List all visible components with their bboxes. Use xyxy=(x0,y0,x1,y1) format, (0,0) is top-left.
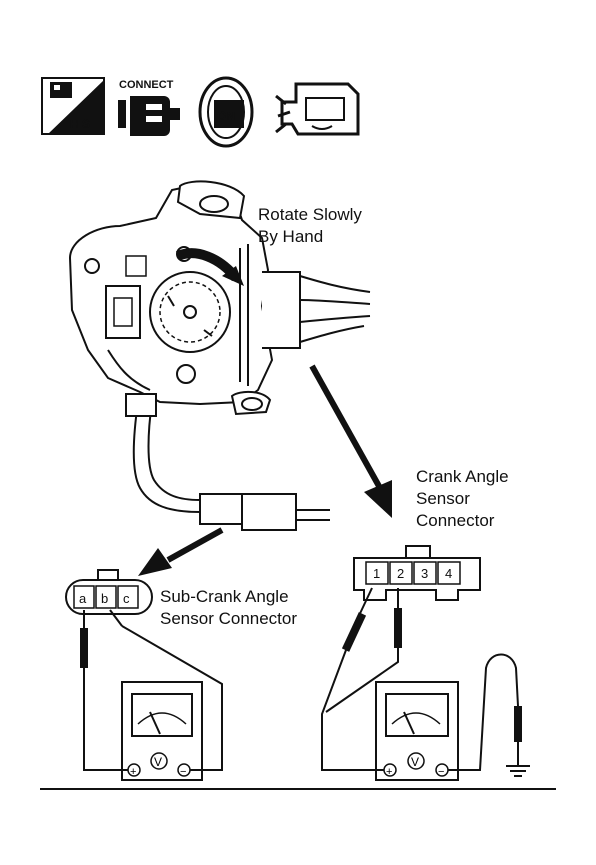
engine-icon xyxy=(275,82,360,136)
on-label: ON xyxy=(217,109,235,123)
sub-pin-b: b xyxy=(101,591,108,606)
right-meter-minus: − xyxy=(438,766,444,778)
sub-crank-connector: a b c xyxy=(65,569,153,615)
hs-label: H S xyxy=(70,117,90,131)
rotate-slowly-label: Rotate Slowly xyxy=(258,205,362,224)
left-meter-v: V xyxy=(154,755,162,769)
left-meter-plus: + xyxy=(130,766,136,778)
right-voltmeter: + V − xyxy=(375,681,459,781)
sub-pin-c: c xyxy=(123,591,130,606)
left-probe-leads xyxy=(80,609,223,771)
crank-pin-2: 2 xyxy=(397,566,404,581)
hot-soak-icon: H S xyxy=(41,77,105,135)
sub-sensor-connector-label: Sensor Connector xyxy=(160,609,298,628)
crank-angle-label: Crank Angle xyxy=(416,467,509,486)
connect-icon: CONNECT xyxy=(118,79,180,136)
sub-crank-angle-label: Sub-Crank Angle xyxy=(160,587,289,606)
by-hand-label: By Hand xyxy=(258,227,324,246)
crank-pin-3: 3 xyxy=(421,566,428,581)
left-meter-minus: − xyxy=(180,766,186,778)
arrow-to-crank-connector xyxy=(309,364,392,518)
crank-sensor-label: Sensor xyxy=(416,489,470,508)
crank-connector: 1 2 3 4 xyxy=(353,545,481,601)
crank-connector-label: Connector xyxy=(416,511,495,530)
left-voltmeter: + V − xyxy=(121,681,203,781)
arrow-to-sub-connector xyxy=(138,527,224,576)
connect-label: CONNECT xyxy=(119,79,174,91)
crank-pin-4: 4 xyxy=(445,566,452,581)
sensor-harness xyxy=(125,393,330,531)
crank-angle-sensor-unit xyxy=(68,180,371,416)
ground-icon xyxy=(506,765,530,777)
right-meter-plus: + xyxy=(386,766,392,778)
right-probe-leads xyxy=(321,587,522,771)
right-meter-v: V xyxy=(411,755,419,769)
sub-pin-a: a xyxy=(79,591,87,606)
crank-pin-1: 1 xyxy=(373,566,380,581)
ignition-on-icon: ON xyxy=(198,76,254,148)
